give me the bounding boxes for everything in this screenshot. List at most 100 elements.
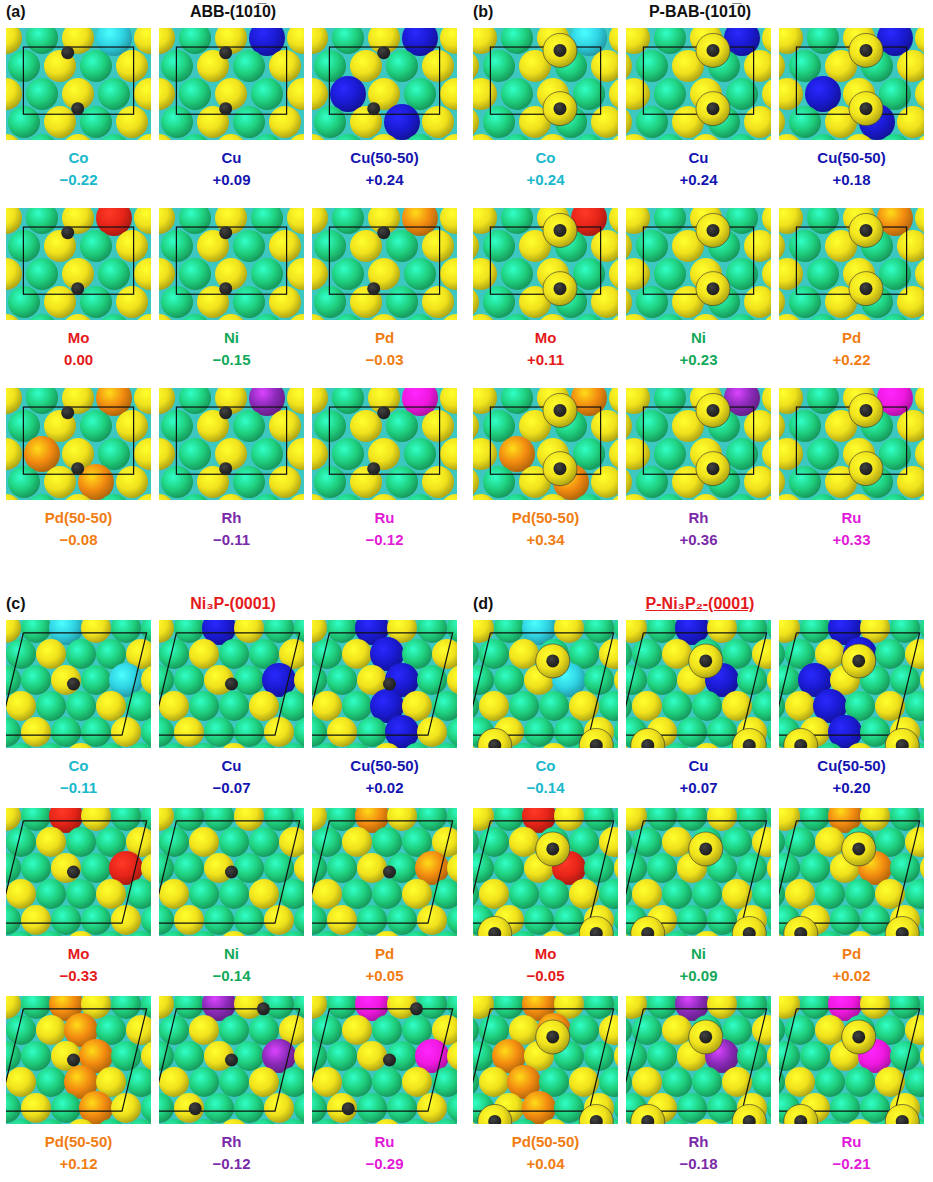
atom-sphere [779,314,803,320]
atom-sphere [387,808,417,831]
surface-picture [626,28,771,140]
atom-sphere [897,466,924,498]
atom-sphere [737,665,767,695]
atom-sphere [174,665,204,695]
atom-sphere [440,258,457,290]
hydrogen-atom [410,1002,423,1015]
atom-sphere [81,905,111,935]
unit-cell [312,1009,453,1111]
atom-sphere [843,494,875,500]
phosphorus-adatom [732,916,766,936]
atom-sphere [80,106,112,138]
atom-sphere [800,1041,830,1071]
atom-sphere [111,808,141,831]
surface-picture [312,808,457,936]
atom-sphere [609,438,618,470]
hydrogen-atom [71,462,84,475]
atom-sphere [614,905,618,935]
hydrogen-atom [488,739,501,748]
atom-sphere [473,1015,479,1045]
dopant-label: Pd(50-50) [473,1132,618,1152]
atom-sphere [402,879,432,909]
atom-sphere [126,743,151,748]
atom-sphere [269,50,301,82]
energy-value: −0.03 [312,350,457,370]
atom-sphere [647,853,677,883]
atom-sphere [537,314,569,320]
surface-tile: Co−0.22 [6,28,151,204]
unit-cell [23,407,133,474]
atom-sphere [327,853,357,883]
surface-picture [159,620,304,748]
atom-sphere [785,1015,815,1045]
atom-sphere [219,639,249,669]
atom-sphere [473,827,479,857]
phosphorus-adatom [543,213,577,247]
atom-sphere [692,743,722,748]
surface-tile: Pd(50-50)+0.04 [473,996,618,1180]
phosphorus-adatom [696,213,730,247]
surface-picture [312,996,457,1124]
atom-sphere [591,50,618,82]
atom-sphere [752,879,771,909]
atom-sphere [204,808,234,831]
atom-sphere [432,1119,457,1124]
atom-sphere [636,50,668,82]
atom-sphere [249,743,279,748]
hydrogen-atom [257,1002,270,1015]
energy-value: +0.22 [779,350,924,370]
atom-sphere [287,388,304,414]
hydrogen-atom [554,282,567,295]
atom-sphere [357,1041,387,1071]
atom-sphere [98,494,130,500]
atom-sphere [204,717,234,747]
atom-sphere [251,258,283,290]
phosphorus-adatom [478,728,512,748]
hydrogen-atom [71,282,84,295]
hydrogen-atom [383,1054,396,1067]
atom-sphere [573,494,605,500]
atom-sphere [440,134,457,140]
atom-sphere [312,78,328,110]
atom-sphere [269,466,301,498]
atom-sphere [134,388,151,414]
unit-cell [176,227,286,294]
atom-sphere [350,230,382,262]
atom-sphere [312,665,327,695]
surface-picture [626,388,771,500]
atom-sphere [233,286,265,318]
surface-tile: Pd+0.05 [312,808,457,992]
atom-sphere [6,314,22,320]
atom-sphere [591,410,618,442]
hydrogen-atom [860,404,873,417]
atom-sphere [915,494,924,500]
atom-sphere [737,808,767,831]
atom-sphere [312,1119,342,1124]
atom-sphere [249,827,279,857]
atom-sphere [569,1067,599,1097]
surface-picture [779,208,924,320]
atom-sphere [81,620,111,643]
surface-tile: Ni−0.15 [159,208,304,384]
atom-sphere [287,258,304,290]
atom-sphere [654,28,686,54]
atom-sphere [807,314,839,320]
phosphorus-adatom [536,832,570,866]
phosphorus-adatom [536,644,570,678]
surface-tile: Cu(50-50)+0.02 [312,620,457,804]
atom-sphere [584,853,614,883]
atom-sphere [116,230,148,262]
hydrogen-atom [707,462,720,475]
atom-sphere [159,314,175,320]
dopant-label: Cu [159,756,304,776]
atom-sphere [779,388,803,414]
dopant-label: Co [6,756,151,776]
atom-sphere [36,691,66,721]
atom-sphere [483,106,515,138]
atom-sphere [6,438,22,470]
atom-sphere [779,639,785,669]
phosphorus-adatom [885,916,919,936]
atom-sphere [219,743,249,748]
atom-sphere [6,208,22,234]
phosphorus-adatom [849,213,883,247]
